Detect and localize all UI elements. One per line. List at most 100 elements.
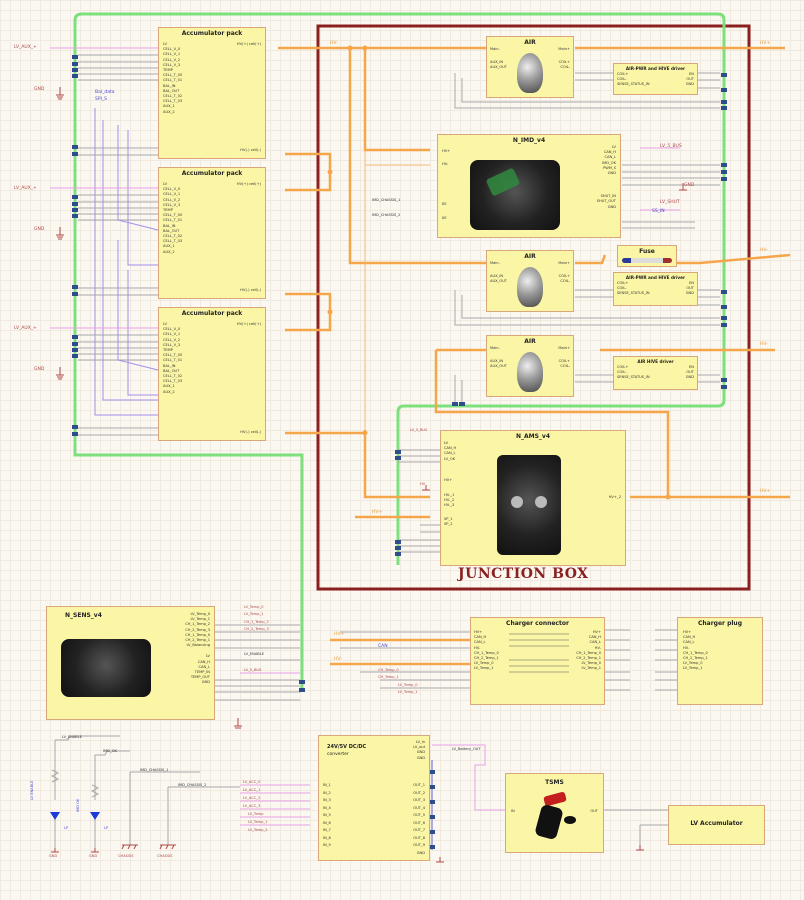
net-label: LV_Temp_0 [398, 683, 418, 687]
air-contactor-icon [517, 53, 543, 93]
bus-wires [94, 108, 159, 416]
signal-wires [54, 54, 720, 848]
net-label: GND [34, 227, 45, 232]
ams-device-icon [497, 455, 561, 555]
block-title: AIR [524, 253, 536, 260]
net-label: IMD_OK [103, 749, 117, 753]
net-label: LV_ENABLE [62, 735, 83, 739]
ams-socket-icon [511, 496, 523, 508]
tsms-switch[interactable]: TSMS IN OUT [505, 773, 604, 853]
block-title: LV Accumulator [690, 820, 743, 827]
net-label: LV_Battery_OUT [452, 747, 481, 751]
hv-input-label: HV+ [372, 510, 383, 515]
block-title: AIR [524, 338, 536, 345]
block-title: Charger plug [697, 620, 742, 627]
pin-list-right: Main+COIL+COIL- [558, 47, 570, 70]
lv-accumulator[interactable]: LV Accumulator [668, 805, 765, 845]
pin-list-right: Main+COIL+COIL- [558, 261, 570, 284]
junction-box-frame [316, 24, 751, 591]
block-title: 24V/5V DC/DC [327, 744, 367, 750]
block-title: AIR-PWR and HIVE driver [625, 275, 686, 280]
net-label: LV_ACC_3 [243, 804, 261, 808]
fuse[interactable]: Fuse [617, 245, 677, 267]
net-label: LV_ACC_0 [243, 780, 261, 784]
net-label: IMD_CHASSIS_2 [178, 783, 207, 787]
can-bus-left [73, 20, 304, 690]
air-driver-1[interactable]: AIR-PWR and HIVE driver COIL+COIL-SENSE_… [613, 63, 698, 95]
net-label: IMD_CHASSIS_2 [372, 213, 401, 217]
net-label: CH_Temp_0 [378, 668, 399, 672]
bus-label: SPI_S [95, 97, 108, 102]
net-label: CH_Temp_1 [378, 675, 399, 679]
net-label: LV_ACC_1 [243, 788, 261, 792]
block-title: Accumulator pack [181, 30, 243, 37]
pin-hv-plus: HV(+) cell(+) [236, 42, 261, 46]
net-label: CH_2_Temp_3 [244, 627, 269, 631]
net-label: SS_IN [652, 209, 665, 214]
block-title: AIR [524, 39, 536, 46]
air-driver-2[interactable]: AIR-PWR and HIVE driver COIL+COIL-SENSE_… [613, 272, 698, 306]
block-title: AIR HIVE driver [637, 359, 674, 364]
block-title: Accumulator pack [181, 310, 243, 317]
net-label: LV_Temp_1 [248, 820, 268, 824]
hv-output-label: HV+ [760, 489, 771, 494]
net-label: LV_Temp [248, 812, 264, 816]
net-label: LV_5_BUS [660, 144, 682, 149]
block-title: N_SENS_v4 [65, 612, 102, 619]
gnd-label: GND [89, 854, 98, 858]
block-title: N_IMD_v4 [512, 137, 546, 144]
net-label: GND [684, 183, 695, 188]
net-label: LV_Temp_0 [244, 605, 264, 609]
gnd-label: GND [49, 854, 58, 858]
net-label: CAN [378, 644, 388, 649]
pin-list-right: Main+COIL+COIL- [558, 346, 570, 369]
pin-list-left: COIL+COIL-SENSE_STATUS_IN [617, 72, 650, 87]
air-contactor-icon [517, 352, 543, 392]
pin-out: OUT [590, 809, 598, 813]
net-label: LV_AUX_+ [14, 326, 37, 331]
air-contactor-icon [517, 267, 543, 307]
air-driver-3[interactable]: AIR HIVE driver COIL+COIL-SENSE_STATUS_I… [613, 356, 698, 390]
net-label: LV_ACC_2 [243, 796, 261, 800]
pin-list-left: COIL+COIL-SENSE_STATUS_IN [617, 281, 650, 296]
block-title: TSMS [545, 779, 564, 786]
can-bus-right [73, 12, 726, 565]
tsms-body-icon [534, 803, 564, 841]
net-label: LV_Temp_1 [244, 612, 264, 616]
block-title: N_AMS_v4 [515, 433, 551, 440]
net-label: HV- [334, 657, 342, 662]
hv-output-label: HV- [760, 342, 768, 347]
block-title: Fuse [639, 248, 655, 255]
net-label: GND [34, 367, 45, 372]
imd-device-icon [470, 160, 560, 230]
net-label: LV_5_BUS [244, 668, 262, 672]
net-label: LV_ENABLE [244, 652, 265, 656]
net-label: LV_Temp_1 [398, 690, 418, 694]
pin-hv-plus: HV+_2 [608, 495, 621, 499]
